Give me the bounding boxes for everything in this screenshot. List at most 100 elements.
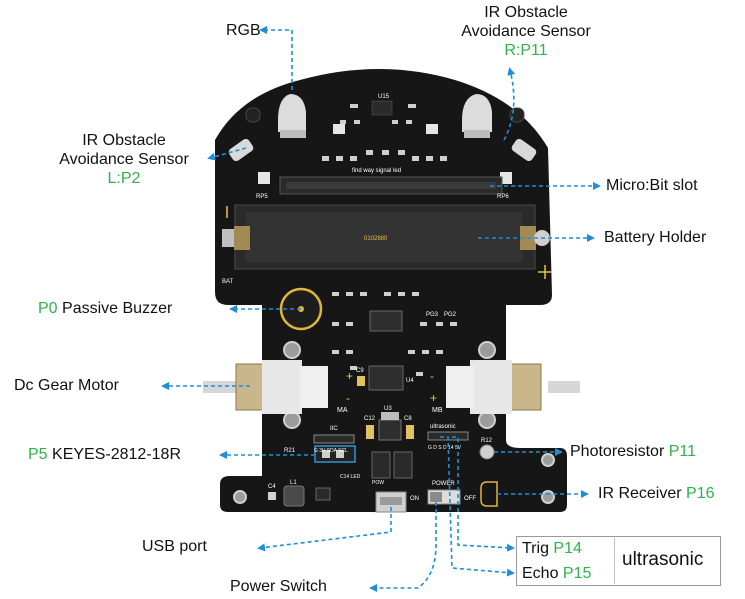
label-ir-receiver-group: IR Receiver P16 — [598, 485, 715, 503]
silk-pow: POW — [372, 480, 384, 486]
dc-gear-motor-left — [203, 360, 328, 414]
silk-ultra-pins: G D S D 14 5V — [428, 445, 462, 451]
ultrasonic-separator — [614, 538, 615, 584]
silk-ultrasonic: ultrasonic — [430, 424, 456, 430]
line-ir-left — [207, 147, 247, 161]
smd-parts-top — [322, 104, 447, 161]
silk-c14-led: C14 LED — [340, 474, 361, 480]
pot-right — [426, 124, 438, 134]
line-trig — [452, 436, 515, 552]
label-trig-group: Trig P14 — [522, 540, 582, 558]
label-led: KEYES-2812-18R — [52, 446, 181, 463]
label-motor: Dc Gear Motor — [14, 377, 119, 394]
polarity-marks: + - - + — [346, 369, 437, 405]
rgb-led-right — [462, 94, 492, 138]
smd-parts-middle — [332, 292, 457, 376]
label-ir-right-line1: IR Obstacle — [484, 4, 568, 21]
c8-cap — [406, 425, 414, 439]
pot-left — [333, 124, 345, 134]
dc-gear-motor-right — [446, 360, 580, 414]
line-power — [369, 502, 437, 592]
label-led-pin: P5 — [28, 446, 48, 463]
silk-l1: L1 — [290, 480, 297, 486]
usb-port-shape — [375, 491, 407, 513]
silk-on: ON — [410, 496, 419, 502]
mounting-holes — [233, 341, 555, 504]
silk-battery-code: 0102880 — [364, 236, 388, 242]
u3-tab — [381, 412, 399, 420]
silkscreen-text: U15 find way signal led 0102880 BAT RP5 … — [222, 94, 509, 502]
label-echo-pin: P15 — [562, 565, 592, 582]
label-photoresistor-group: Photoresistor P11 — [570, 443, 696, 461]
label-ir-left-pin: L:P2 — [107, 170, 141, 187]
label-photoresistor: Photoresistor — [570, 443, 665, 460]
u5-chip — [315, 487, 331, 501]
line-rgb — [259, 26, 293, 90]
battery-holder-shape — [222, 204, 552, 279]
motor-driver-chip-2 — [368, 365, 404, 391]
label-echo-group: Echo P15 — [522, 565, 591, 583]
label-ir-receiver: IR Receiver — [598, 485, 682, 502]
label-led-group: P5 KEYES-2812-18R — [28, 446, 181, 464]
label-trig-pin: P14 — [553, 540, 582, 557]
silk-c8: C8 — [404, 416, 412, 422]
rp5-pot — [258, 172, 270, 184]
label-ir-left-line1: IR Obstacle — [82, 132, 166, 149]
label-buzzer-group: P0 Passive Buzzer — [38, 300, 172, 318]
leader-lines — [161, 26, 601, 592]
microbit-slot-inner — [286, 182, 496, 189]
label-rgb: RGB — [226, 22, 261, 39]
line-ir-right — [503, 67, 516, 141]
diode-pair — [371, 451, 391, 479]
motor-driver-chip-1 — [369, 310, 403, 332]
silk-pg3: PG3 — [426, 312, 439, 318]
u15-chip — [371, 100, 393, 116]
diode-pair-2 — [393, 451, 413, 479]
line-echo — [440, 436, 515, 577]
silk-off: OFF — [464, 496, 476, 502]
label-ir-receiver-pin: P16 — [686, 485, 715, 502]
label-usb: USB port — [142, 538, 207, 555]
svg-text:+: + — [346, 369, 353, 383]
label-power-switch: Power Switch — [230, 578, 327, 595]
svg-text:+: + — [430, 391, 437, 405]
silk-c9: C9 — [356, 368, 364, 374]
u3-regulator — [378, 419, 402, 441]
silk-pg2: PG2 — [444, 312, 457, 318]
label-photoresistor-pin: P11 — [668, 443, 696, 460]
power-switch-shape — [427, 489, 461, 505]
c4-cap — [268, 492, 276, 500]
svg-text:-: - — [430, 369, 434, 383]
ultrasonic-box — [516, 536, 721, 586]
silk-u4: U4 — [406, 378, 414, 384]
keyes-2812-led — [314, 445, 356, 463]
ir-receiver-shape — [480, 481, 498, 507]
silk-iic-pins: G 3V SDA SCL — [314, 448, 348, 454]
silk-u15: U15 — [378, 94, 390, 100]
label-buzzer-pin: P0 — [38, 300, 58, 317]
silk-find-way: find way signal led — [352, 168, 401, 174]
svg-text:-: - — [346, 391, 350, 405]
silk-c4: C4 — [268, 484, 276, 490]
silk-ma: MA — [337, 407, 348, 414]
silk-rp6: RP6 — [497, 194, 509, 200]
label-ir-left-line2: Avoidance Sensor — [59, 151, 189, 168]
pcb-board — [215, 69, 567, 512]
label-ir-right-line2: Avoidance Sensor — [461, 23, 591, 40]
label-ir-right-pin: R:P11 — [504, 42, 548, 59]
label-buzzer: Passive Buzzer — [62, 300, 173, 317]
c9-cap — [357, 376, 365, 386]
label-trig: Trig — [522, 540, 549, 557]
label-battery-holder: Battery Holder — [604, 229, 707, 246]
photoresistor-shape — [479, 444, 495, 460]
rgb-led-left — [278, 94, 306, 138]
silk-power: POWER — [432, 481, 455, 487]
silk-iic: IIC — [330, 426, 338, 432]
rp6-pot — [500, 172, 512, 184]
iic-header — [313, 434, 355, 444]
silk-mb: MB — [432, 407, 443, 414]
silk-r12: R12 — [481, 438, 493, 444]
l1-inductor — [283, 485, 305, 507]
label-echo: Echo — [522, 565, 559, 582]
